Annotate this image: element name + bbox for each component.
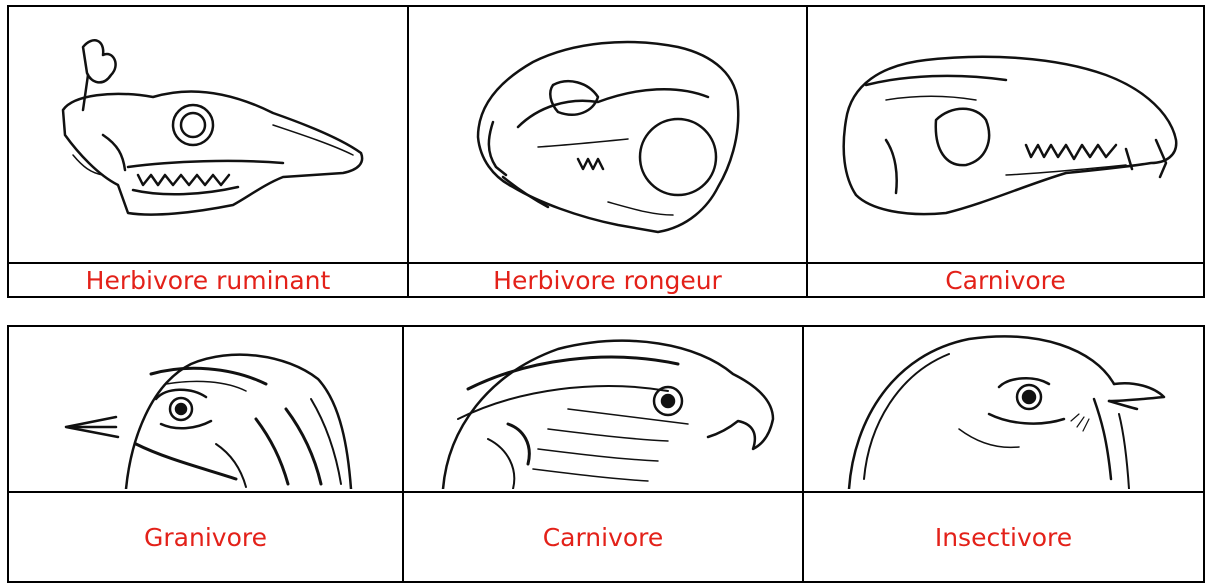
bird-carnivore-cell xyxy=(403,326,803,492)
rodent-label-cell: Herbivore rongeur xyxy=(408,263,807,297)
ruminant-skull-cell xyxy=(8,6,408,263)
granivore-bird-drawing xyxy=(56,329,356,489)
carnivore-skull-drawing xyxy=(826,45,1186,225)
bird-carnivore-label: Carnivore xyxy=(543,523,664,552)
rodent-skull-drawing xyxy=(458,27,758,242)
granivore-label-cell: Granivore xyxy=(8,492,403,582)
mammal-carnivore-label-cell: Carnivore xyxy=(807,263,1204,297)
mammal-skull-table: Herbivore ruminant Herbivore rongeur Car… xyxy=(7,5,1205,298)
bird-head-table: Granivore Carnivore Insectivore xyxy=(7,325,1205,583)
raptor-drawing xyxy=(428,329,778,489)
granivore-bird-cell xyxy=(8,326,403,492)
ruminant-skull-drawing xyxy=(43,35,373,235)
insectivore-bird-cell xyxy=(803,326,1204,492)
ruminant-label-cell: Herbivore ruminant xyxy=(8,263,408,297)
granivore-label: Granivore xyxy=(144,523,267,552)
carnivore-skull-cell xyxy=(807,6,1204,263)
rodent-skull-cell xyxy=(408,6,807,263)
rodent-label: Herbivore rongeur xyxy=(493,266,722,295)
bird-carnivore-label-cell: Carnivore xyxy=(403,492,803,582)
insectivore-label: Insectivore xyxy=(935,523,1072,552)
insectivore-bird-drawing xyxy=(839,329,1169,489)
ruminant-label: Herbivore ruminant xyxy=(86,266,331,295)
mammal-carnivore-label: Carnivore xyxy=(945,266,1066,295)
insectivore-label-cell: Insectivore xyxy=(803,492,1204,582)
